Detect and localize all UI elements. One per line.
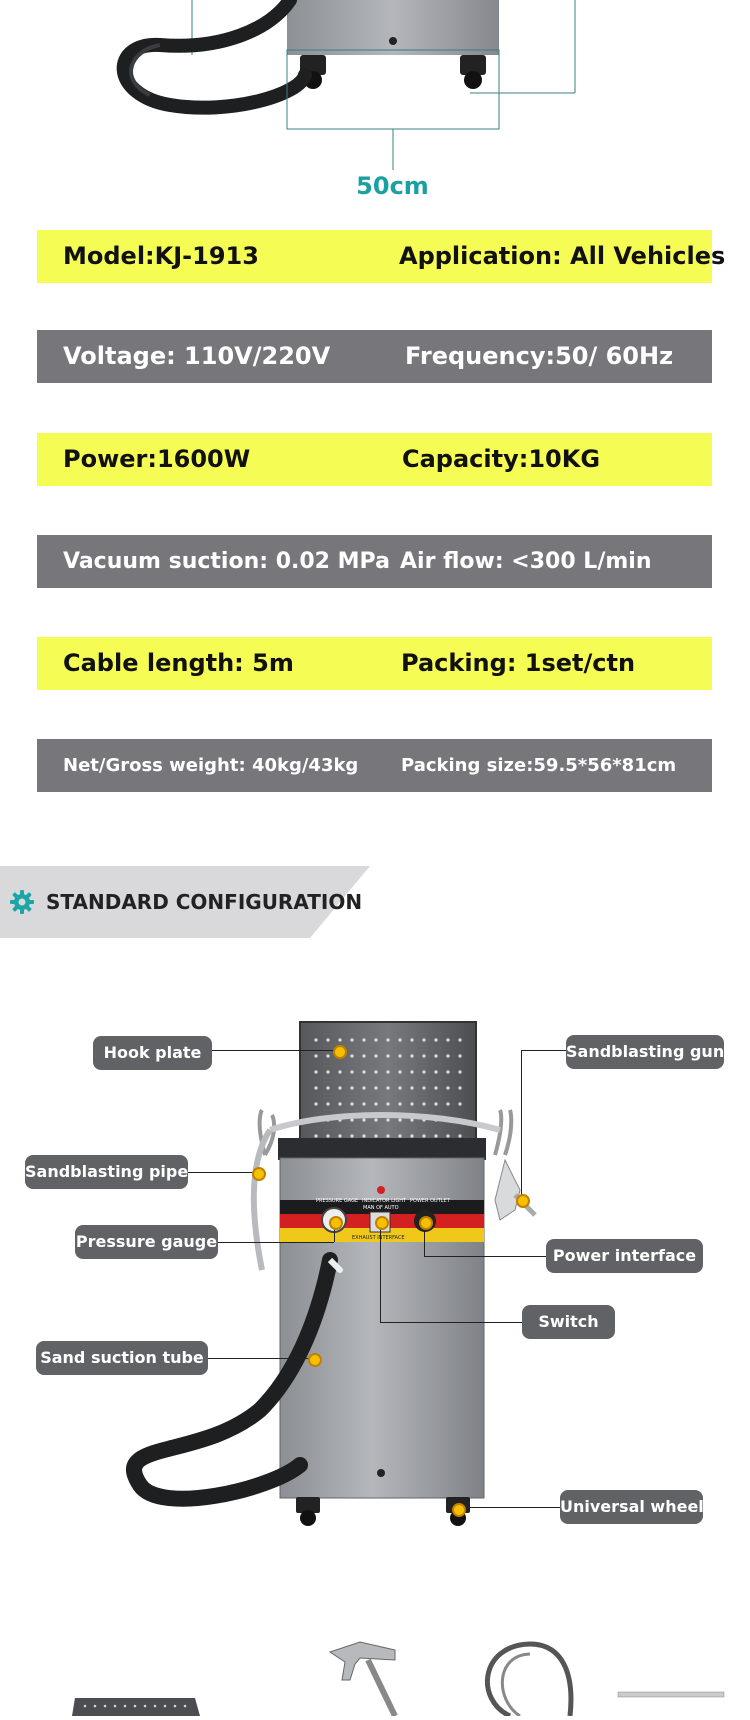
marker-pressure-gauge xyxy=(329,1216,343,1230)
leader-pressure-gauge-vert xyxy=(334,1220,335,1242)
panel-pressure-label: PRESSURE GAGE xyxy=(316,1198,358,1204)
spec-row-3: Power:1600W Capacity:10KG xyxy=(37,433,712,486)
spec-packing: Packing: 1set/ctn xyxy=(401,649,636,677)
spec-row-6: Net/Gross weight: 40kg/43kg Packing size… xyxy=(37,739,712,792)
gear-icon xyxy=(9,889,35,915)
accessories-strip xyxy=(0,1630,750,1719)
spec-capacity: Capacity:10KG xyxy=(402,445,601,473)
marker-universal-wheel xyxy=(452,1503,466,1517)
label-pressure-gauge: Pressure gauge xyxy=(75,1225,218,1259)
leader-sandblasting-gun-vert xyxy=(521,1050,522,1200)
top-machine-figure: 50cm xyxy=(0,0,750,205)
marker-switch xyxy=(375,1216,389,1230)
leader-hook-plate xyxy=(212,1050,338,1051)
spec-vacuum-suction: Vacuum suction: 0.02 MPa xyxy=(63,549,390,574)
label-sandblasting-pipe: Sandblasting pipe xyxy=(25,1155,188,1189)
section-title: STANDARD CONFIGURATION xyxy=(46,890,363,914)
spec-frequency: Frequency:50/ 60Hz xyxy=(405,342,674,370)
marker-power-interface xyxy=(419,1216,433,1230)
label-power-interface: Power interface xyxy=(546,1239,703,1273)
spec-row-1: Model:KJ-1913 Application: All Vehicles xyxy=(37,230,725,283)
section-header: STANDARD CONFIGURATION xyxy=(0,866,372,938)
label-hook-plate: Hook plate xyxy=(93,1036,212,1070)
spec-weight: Net/Gross weight: 40kg/43kg xyxy=(63,755,359,776)
marker-sand-suction-tube xyxy=(308,1353,322,1367)
spec-row-5: Cable length: 5m Packing: 1set/ctn xyxy=(37,637,712,690)
leader-sandblasting-pipe xyxy=(188,1172,258,1173)
leader-universal-wheel xyxy=(458,1507,560,1508)
spec-air-flow: Air flow: <300 L/min xyxy=(400,549,652,574)
marker-hook-plate xyxy=(333,1045,347,1059)
spec-voltage: Voltage: 110V/220V xyxy=(63,342,331,370)
machine-bottom-illustration xyxy=(116,0,576,170)
spec-packing-size: Packing size:59.5*56*81cm xyxy=(401,755,677,776)
label-sand-suction-tube: Sand suction tube xyxy=(36,1341,208,1375)
label-sandblasting-gun: Sandblasting gun xyxy=(566,1035,724,1069)
spec-power: Power:1600W xyxy=(63,445,251,473)
leader-switch-vert xyxy=(380,1222,381,1322)
machine-diagram: PRESSURE GAGE INDICATOR LIGHT POWER OUTL… xyxy=(0,1010,750,1570)
panel-exhaust-label: EXHAUST INTERFACE xyxy=(352,1235,405,1241)
dimension-label: 50cm xyxy=(356,172,429,200)
panel-indicator-label: INDICATOR LIGHT xyxy=(362,1198,407,1204)
label-universal-wheel: Universal wheel xyxy=(560,1490,704,1524)
spec-model: Model:KJ-1913 xyxy=(63,242,259,270)
marker-sandblasting-gun xyxy=(516,1194,530,1208)
label-switch: Switch xyxy=(522,1305,615,1339)
panel-man-auto-label: MAN OF AUTO xyxy=(363,1205,399,1211)
leader-switch xyxy=(380,1322,522,1323)
leader-sandblasting-gun xyxy=(521,1050,566,1051)
marker-sandblasting-pipe xyxy=(252,1167,266,1181)
spec-cable-length: Cable length: 5m xyxy=(63,649,294,677)
panel-power-outlet-label: POWER OUTLET xyxy=(410,1198,451,1204)
spec-row-2: Voltage: 110V/220V Frequency:50/ 60Hz xyxy=(37,330,712,383)
machine-illustration: PRESSURE GAGE INDICATOR LIGHT POWER OUTL… xyxy=(126,1021,537,1526)
section-header-shape xyxy=(0,866,370,938)
leader-pressure-gauge xyxy=(218,1242,334,1243)
accessories-illustration xyxy=(72,1641,725,1719)
spec-application: Application: All Vehicles xyxy=(399,242,726,270)
spec-row-4: Vacuum suction: 0.02 MPa Air flow: <300 … xyxy=(37,535,712,588)
leader-sand-suction-tube xyxy=(208,1358,314,1359)
leader-power-interface-vert xyxy=(424,1221,425,1256)
leader-power-interface xyxy=(424,1256,546,1257)
